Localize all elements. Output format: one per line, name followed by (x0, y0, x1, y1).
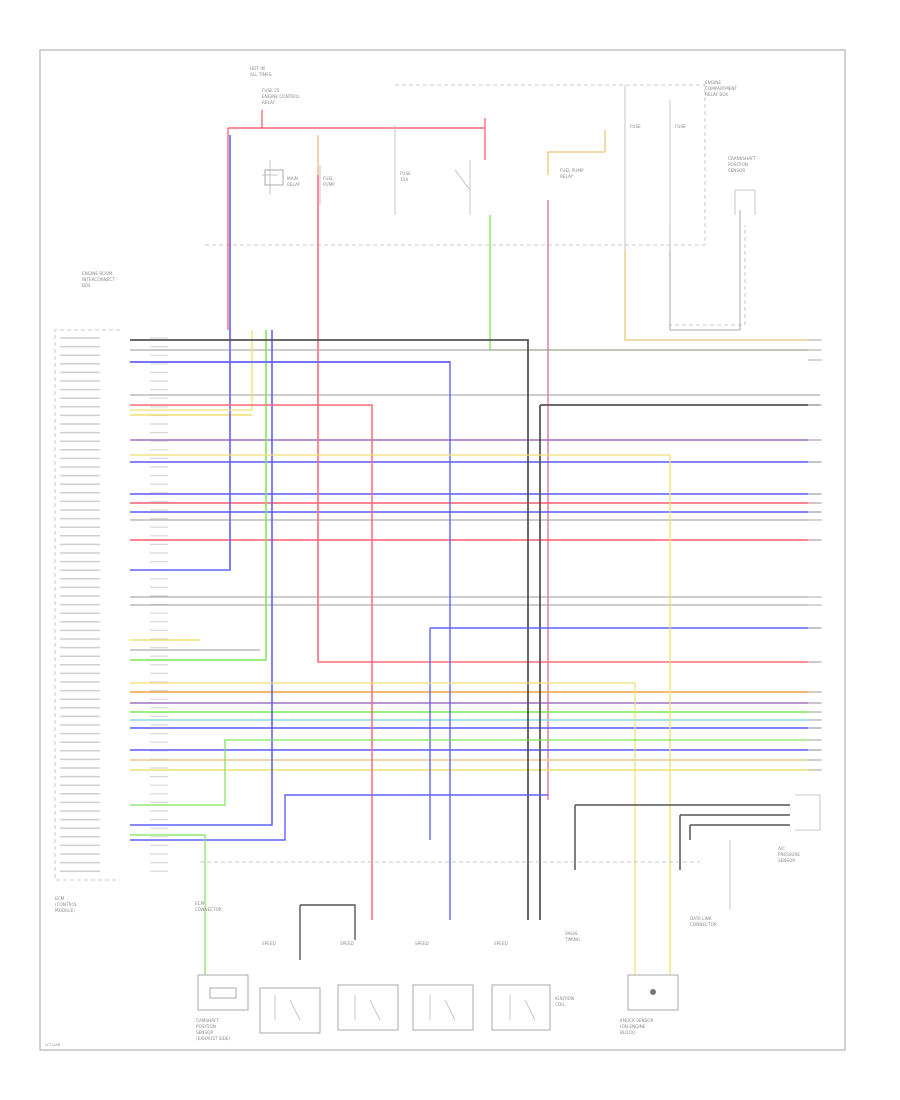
svg-text:SENSOR: SENSOR (778, 858, 795, 863)
svg-text:(ON ENGINE: (ON ENGINE (620, 1024, 646, 1029)
svg-text:CAMSHAFT: CAMSHAFT (196, 1018, 219, 1023)
svg-text:POSITION: POSITION (196, 1024, 216, 1029)
svg-text:COIL: COIL (555, 1002, 565, 1007)
relay-1: MAIN RELAY (262, 160, 301, 195)
wire-yellow-trunk-2 (130, 454, 671, 975)
right-connector-pins (808, 339, 822, 771)
svg-text:ENGINE CONTROL: ENGINE CONTROL (262, 94, 300, 99)
wire-red-top (227, 110, 486, 330)
component-sensor-left: CAMSHAFT POSITION SENSOR (EXHAUST SIDE) (196, 974, 249, 1041)
svg-text:TIMING: TIMING (564, 937, 580, 942)
svg-text:ENGINE: ENGINE (705, 80, 721, 85)
svg-text:MAIN: MAIN (287, 176, 298, 181)
svg-text:15A: 15A (400, 177, 408, 182)
svg-text:DATA LINK: DATA LINK (690, 916, 712, 921)
wire-blue-trunk-1 (130, 135, 231, 571)
svg-text:ENGINE ROOM: ENGINE ROOM (82, 271, 113, 276)
diagram-frame (39, 49, 846, 1051)
svg-text:ALL TIMES: ALL TIMES (250, 72, 272, 77)
fuse-box-boundary (205, 84, 706, 246)
svg-text:(EXHAUST SIDE): (EXHAUST SIDE) (196, 1036, 231, 1041)
svg-text:CONNECTOR: CONNECTOR (195, 907, 222, 912)
wire-blue-trunk-4 (130, 627, 820, 841)
svg-text:ECM: ECM (55, 896, 65, 901)
component-injector-4: SPEED IGNITION COIL (491, 941, 574, 1031)
svg-text:SPEED: SPEED (262, 941, 276, 946)
svg-text:POSITION: POSITION (728, 162, 748, 167)
svg-text:KNOCK SENSOR: KNOCK SENSOR (620, 1018, 654, 1023)
svg-text:(CONTROL: (CONTROL (55, 902, 78, 907)
svg-text:SENSOR: SENSOR (196, 1030, 213, 1035)
svg-text:FUSE: FUSE (675, 124, 686, 129)
bottom-small-labels: ECM CONNECTOR VALVE TIMING (195, 901, 580, 942)
ecm-pin-labels (60, 337, 168, 872)
wire-dark-bottom (299, 904, 356, 960)
svg-text:A/C: A/C (778, 846, 785, 851)
relay-4: FUEL PUMP RELAY (454, 160, 584, 215)
svg-text:RELAY BOX: RELAY BOX (705, 92, 728, 97)
wire-dark-trunk (130, 339, 820, 920)
component-right-sensor: A/C PRESSURE SENSOR DATA LINK CONNECTOR (690, 794, 821, 927)
wire-green-trunk-3 (130, 834, 206, 975)
svg-text:INTERCONNECT: INTERCONNECT (82, 277, 115, 282)
svg-text:FUSE: FUSE (630, 124, 641, 129)
wire-dark-right (574, 804, 790, 870)
svg-text:ECM: ECM (195, 901, 205, 906)
svg-text:CRANKSHAFT: CRANKSHAFT (728, 156, 756, 161)
svg-text:BOX: BOX (82, 283, 91, 288)
wire-blue-trunk-3 (130, 361, 451, 920)
svg-text:RELAY: RELAY (287, 182, 301, 187)
footer-code: LYT-DAB (45, 1042, 61, 1047)
svg-text:MODULE): MODULE) (55, 908, 75, 913)
svg-text:SPEED: SPEED (494, 941, 508, 946)
svg-text:FUSE: FUSE (400, 171, 411, 176)
svg-text:PRESSURE: PRESSURE (778, 852, 800, 857)
relay-2: FUEL PUMP (319, 165, 335, 205)
wire-green-trunk (130, 330, 267, 661)
svg-text:IGNITION: IGNITION (555, 996, 574, 1001)
wire-red-trunk-2 (130, 404, 373, 920)
svg-text:HOT IN: HOT IN (250, 66, 265, 71)
wire-red-trunk (317, 175, 820, 663)
wire-tan-top (547, 130, 820, 341)
wire-green-trunk-2 (130, 739, 820, 806)
svg-text:SPEED: SPEED (340, 941, 354, 946)
component-injector-3: SPEED (412, 941, 474, 1031)
component-injector-1: SPEED (259, 941, 321, 1034)
component-knock-sensor: KNOCK SENSOR (ON ENGINE BLOCK) (620, 974, 679, 1035)
top-right-sensor-label: CRANKSHAFT POSITION SENSOR (728, 156, 756, 215)
svg-text:RELAY: RELAY (560, 174, 574, 179)
ecm-block: ENGINE ROOM INTERCONNECT BOX ECM (CONTRO… (54, 271, 120, 913)
svg-text:BLOCK): BLOCK) (620, 1030, 636, 1035)
svg-text:COMPARTMENT: COMPARTMENT (705, 86, 738, 91)
wire-green-top (489, 215, 820, 351)
svg-text:SENSOR: SENSOR (728, 168, 745, 173)
svg-text:RELAY: RELAY (262, 100, 276, 105)
svg-text:FUSE 25: FUSE 25 (262, 88, 280, 93)
svg-text:SPEED: SPEED (415, 941, 429, 946)
wire-blue-trunk-2 (130, 330, 273, 826)
wire-yellow-trunk (130, 330, 253, 411)
component-injector-2: SPEED (337, 941, 399, 1031)
wire-yellow-trunk-3 (130, 682, 636, 975)
svg-text:PUMP: PUMP (323, 182, 335, 187)
sensor-box-boundary (669, 225, 746, 326)
harness-wires (130, 349, 820, 771)
svg-text:VALVE: VALVE (565, 931, 578, 936)
wire-gray-top (669, 210, 741, 331)
relay-5: FUSE FUSE ENGINE COMPARTMENT RELAY BOX (624, 80, 738, 250)
svg-text:CONNECTOR: CONNECTOR (690, 922, 717, 927)
svg-text:FUEL PUMP: FUEL PUMP (560, 168, 584, 173)
svg-text:FUEL: FUEL (323, 176, 334, 181)
top-label-block: HOT IN ALL TIMES FUSE 25 ENGINE CONTROL … (250, 66, 300, 105)
relay-3: FUSE 15A (394, 125, 411, 215)
